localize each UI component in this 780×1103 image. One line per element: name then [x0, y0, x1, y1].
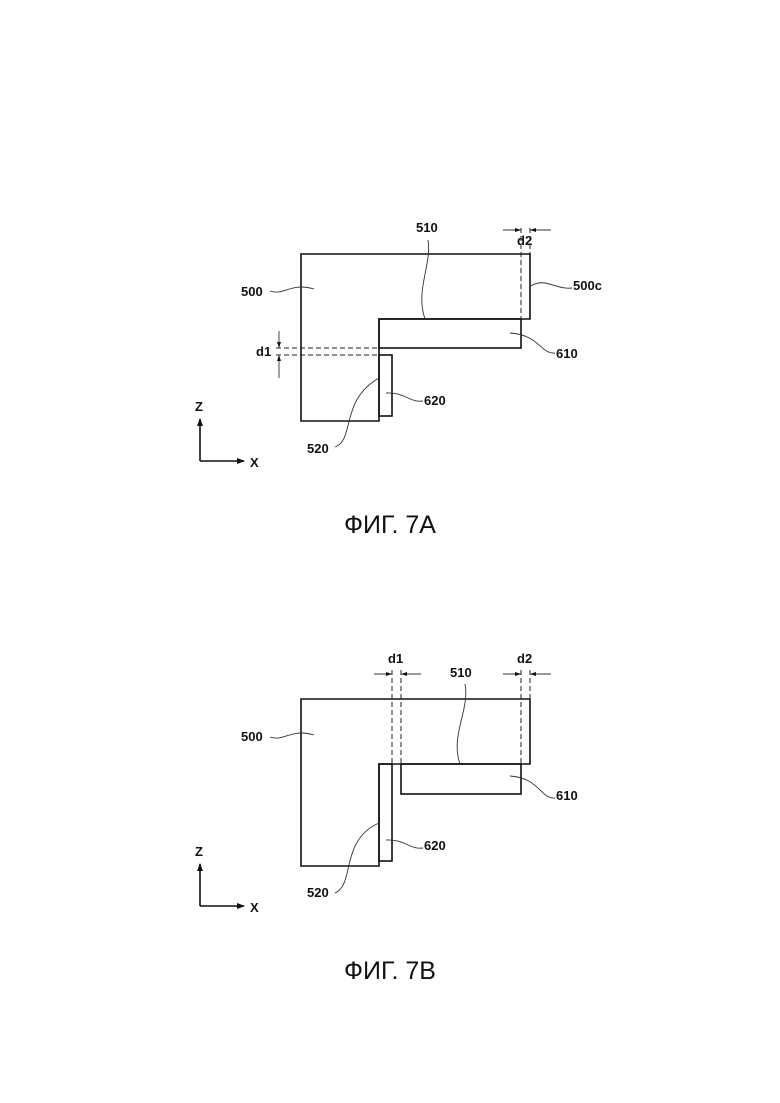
part-620 [379, 764, 392, 861]
label-620: 620 [424, 838, 446, 853]
part-610 [401, 764, 521, 794]
leader-520 [335, 378, 379, 447]
label-d1: d1 [256, 344, 271, 359]
label-500c: 500c [573, 278, 602, 293]
label-d2: d2 [517, 651, 532, 666]
leader-510 [457, 684, 466, 764]
label-510: 510 [450, 665, 472, 680]
label-520: 520 [307, 441, 329, 456]
leader-520 [335, 823, 379, 893]
figure-caption: ФИГ. 7В [344, 957, 436, 985]
part-610 [379, 319, 521, 348]
label-d1: d1 [388, 651, 403, 666]
label-620: 620 [424, 393, 446, 408]
label-500: 500 [241, 729, 263, 744]
label-d2: d2 [517, 233, 532, 248]
label-610: 610 [556, 346, 578, 361]
figure-caption: ФИГ. 7А [344, 511, 436, 539]
figure-7a: 510 500 500c 610 620 520 d1 d2 Z X ФИГ. … [195, 220, 602, 539]
body-500 [301, 254, 530, 421]
label-610: 610 [556, 788, 578, 803]
figure-7b: 510 500 610 620 520 d1 d2 Z X ФИГ. 7В [195, 651, 578, 985]
leader-500 [270, 733, 314, 738]
x-axis-label: X [250, 900, 259, 915]
label-520: 520 [307, 885, 329, 900]
label-510: 510 [416, 220, 438, 235]
body-500 [301, 699, 530, 866]
z-axis-label: Z [195, 399, 203, 414]
leader-610 [510, 333, 555, 353]
leader-510 [422, 240, 429, 319]
leader-500c [529, 283, 572, 288]
z-axis-label: Z [195, 844, 203, 859]
part-620 [379, 355, 392, 416]
x-axis-label: X [250, 455, 259, 470]
label-500: 500 [241, 284, 263, 299]
leader-500 [270, 287, 314, 292]
